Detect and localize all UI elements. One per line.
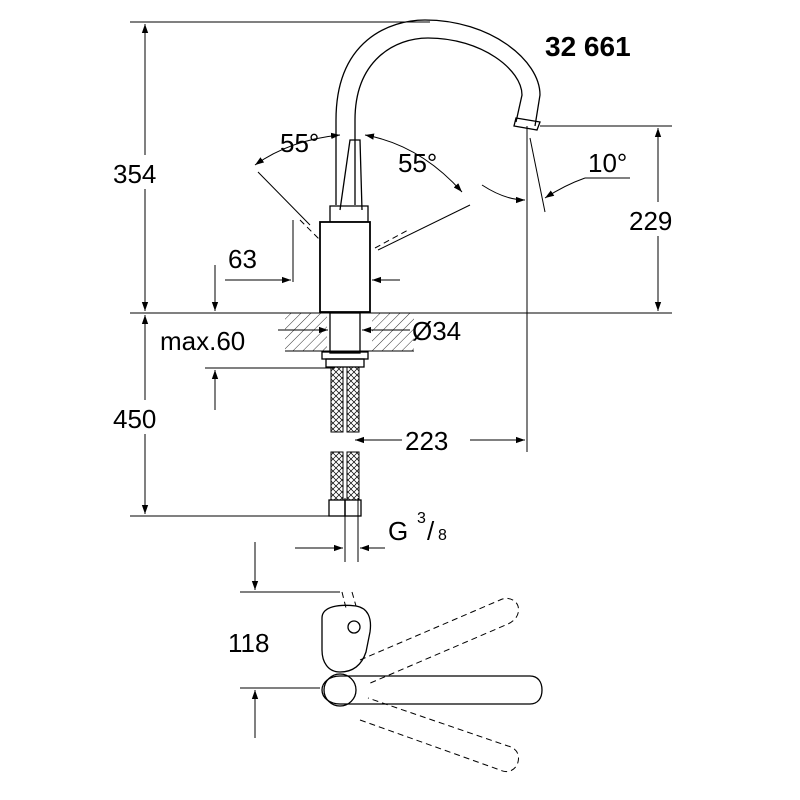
angle-indicators: 55° 55°: [254, 128, 471, 251]
dim-max-counter: max.60: [160, 265, 245, 410]
spout-tilt-indicator: 10°: [481, 137, 630, 213]
spout: [335, 19, 541, 205]
total-height-label: 354: [113, 159, 156, 189]
thread-numerator: 3: [417, 510, 426, 527]
reference-lines: [130, 21, 672, 562]
hose-length-label: 450: [113, 404, 156, 434]
dim-spout-reach: 223: [355, 426, 525, 456]
swivel-offset-label: 118: [228, 628, 269, 658]
counter-section: [285, 313, 414, 352]
spout-tilt-label: 10°: [588, 148, 627, 178]
product-number: 32 661: [545, 31, 631, 62]
dim-hose-length: 450: [110, 315, 180, 514]
thread-denominator: 8: [438, 527, 447, 544]
max-counter-label: max.60: [160, 326, 245, 356]
dim-hole-diameter: Ø34: [278, 316, 461, 346]
spout-height-label: 229: [629, 206, 672, 236]
faucet-body: [319, 221, 371, 313]
lever-angle-left-label: 55°: [280, 128, 319, 158]
lever-offset-label: 63: [228, 244, 257, 274]
spout-reach-label: 223: [405, 426, 448, 456]
dim-thread: G 3 / 8: [295, 510, 447, 552]
mounting-shank: [321, 312, 369, 368]
dim-spout-height: 229: [626, 128, 692, 311]
hole-diameter-label: Ø34: [412, 316, 461, 346]
thread-slash: /: [427, 516, 435, 546]
plan-view: 118: [228, 542, 543, 773]
lever-angle-right-label: 55°: [398, 148, 437, 178]
dim-lever-offset: 63: [225, 244, 400, 284]
supply-hoses: [328, 366, 362, 517]
thread-base-label: G: [388, 516, 408, 546]
dim-total-height: 354: [110, 24, 180, 311]
